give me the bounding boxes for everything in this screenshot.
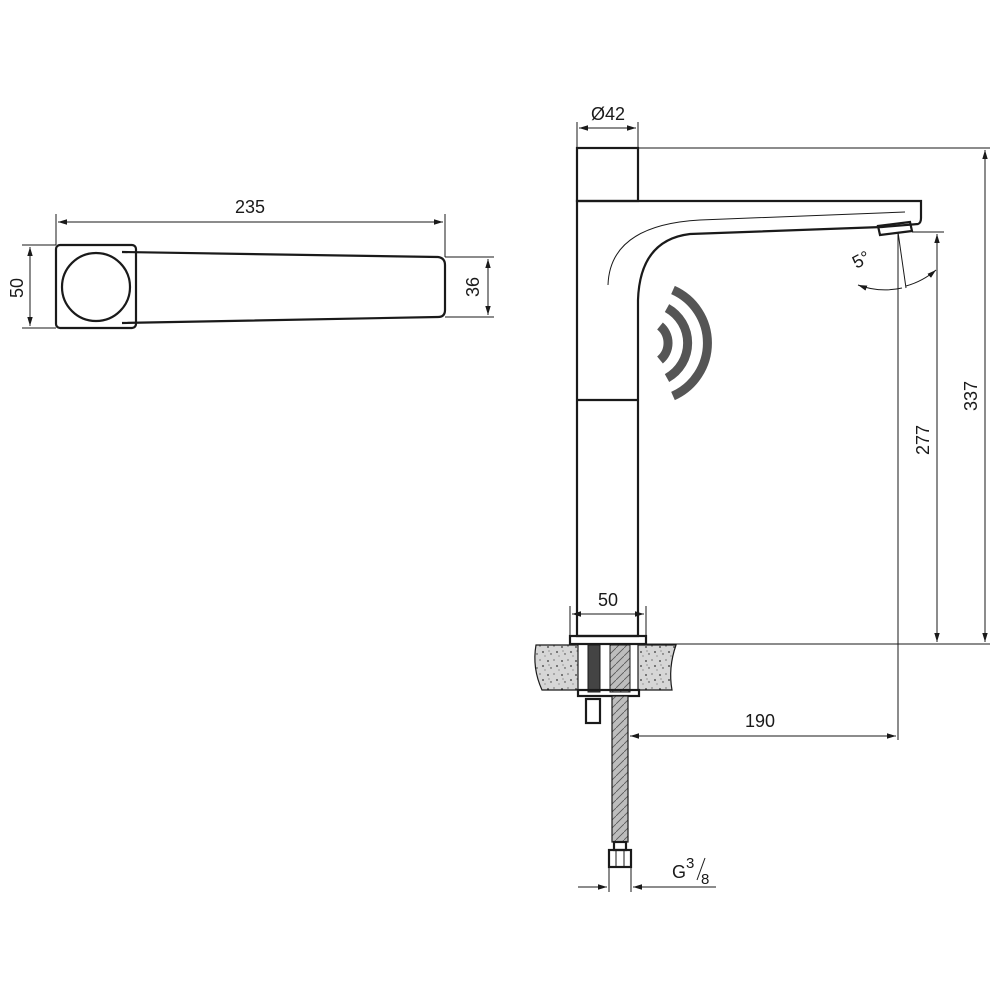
dim-label-length: 235 bbox=[235, 197, 265, 217]
faucet-body bbox=[575, 199, 923, 638]
supply-hose-upper bbox=[609, 644, 631, 693]
aerator bbox=[876, 220, 914, 237]
top-spout-outline bbox=[121, 250, 447, 325]
dim-arc-angle-left bbox=[857, 284, 903, 291]
thread-denominator: 8 bbox=[701, 871, 709, 888]
countertop-left bbox=[534, 644, 579, 691]
dim-label-outlet-height: 277 bbox=[913, 425, 933, 455]
hose-ferrule bbox=[612, 840, 628, 852]
dim-label-reach: 190 bbox=[745, 711, 775, 731]
dim-label-body-height: 50 bbox=[7, 278, 27, 298]
dim-label-total-height: 337 bbox=[961, 381, 981, 411]
dim-arc-angle-right bbox=[905, 269, 937, 287]
supply-hose bbox=[611, 695, 629, 843]
base-flange bbox=[568, 634, 648, 646]
sensor-waves-icon bbox=[656, 285, 712, 401]
side-view: Ø42 50 5° 277 337 190 G 3 bbox=[534, 104, 990, 892]
countertop-right bbox=[637, 644, 677, 691]
top-view: 235 50 36 bbox=[7, 197, 494, 330]
mounting-rod bbox=[587, 644, 601, 693]
dim-label-angle: 5° bbox=[849, 247, 874, 273]
hose-nut bbox=[607, 848, 633, 869]
spout-highlight bbox=[607, 211, 906, 286]
dim-label-diameter: Ø42 bbox=[591, 104, 625, 124]
top-round-head bbox=[60, 251, 132, 323]
thread-label: G bbox=[672, 862, 686, 882]
thread-numerator: 3 bbox=[686, 855, 694, 872]
top-body-outline bbox=[54, 243, 138, 330]
dim-label-base: 50 bbox=[598, 590, 618, 610]
fixing-plate bbox=[576, 688, 641, 698]
faucet-cap bbox=[575, 146, 640, 203]
fixing-nut bbox=[584, 697, 602, 725]
dim-label-spout-height: 36 bbox=[463, 277, 483, 297]
